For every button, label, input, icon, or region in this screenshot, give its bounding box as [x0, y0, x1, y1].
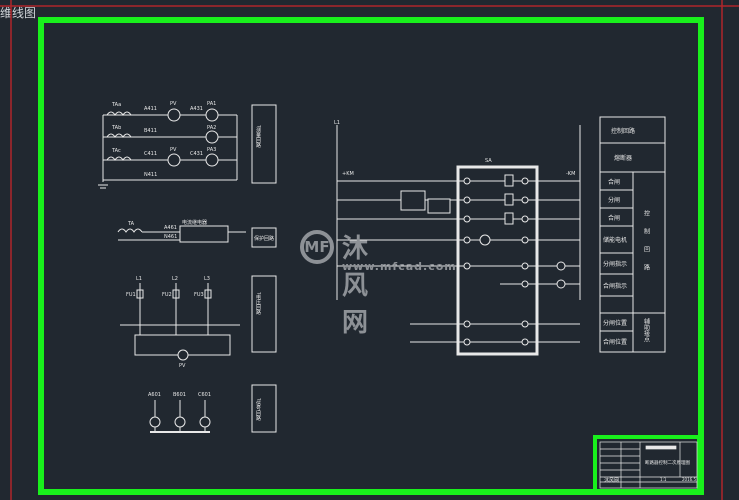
- signal-label: B601: [173, 392, 186, 398]
- table-cell: 合闸: [608, 178, 620, 186]
- table-cell: 合闸: [608, 214, 620, 222]
- drawing-name: 断路器控制二次原理图: [645, 459, 690, 466]
- node-label: B411: [144, 128, 157, 134]
- table-cell: 分闸: [608, 196, 620, 204]
- window-title: 维线图: [0, 6, 37, 20]
- fuse-label: FU2: [162, 292, 172, 298]
- node-label: N411: [144, 172, 157, 178]
- side-label: 保护回路: [254, 235, 274, 242]
- table-cell: 合闸位置: [603, 338, 627, 346]
- meter-label: C431: [190, 151, 203, 157]
- phase-label: L2: [172, 276, 178, 282]
- ct-label: TA: [127, 221, 135, 227]
- meter-label: A431: [190, 106, 203, 112]
- title-block: 断路器控制二次原理图 1:1 2016.5 沐风网: [593, 435, 701, 493]
- side-label: ?电压回路: [255, 292, 261, 316]
- node-label: C411: [144, 151, 157, 157]
- side-label: ?测量回路: [255, 125, 261, 149]
- bus-label: -KM: [566, 171, 575, 177]
- fuse-label: FU3: [194, 292, 204, 298]
- control-circuit: [336, 125, 581, 356]
- relay-label: 电流继电器: [182, 219, 207, 226]
- voltage-circuit: [120, 275, 277, 361]
- table-sub: 熔断器: [614, 154, 632, 162]
- table-cell: 分闸位置: [603, 319, 627, 327]
- meter-label: PA3: [207, 147, 216, 153]
- drawing-frame: [38, 17, 704, 495]
- table-group: 控制回路: [643, 209, 650, 282]
- ct-label: TAb: [111, 125, 121, 131]
- meter-label: PA2: [207, 125, 216, 131]
- bus-label: +KM: [342, 171, 354, 177]
- fuse-label: FU1: [126, 292, 136, 298]
- table-cell: 储能电机: [603, 236, 627, 244]
- date: 2016.5: [682, 477, 696, 482]
- table-group: 辅助接点: [643, 317, 650, 343]
- signal-label: A601: [148, 392, 161, 398]
- meter-label: PV: [170, 147, 177, 153]
- scale: 1:1: [660, 477, 667, 482]
- phase-label: L1: [136, 276, 142, 282]
- protection-circuit: [117, 225, 277, 248]
- ct-label: TAa: [111, 102, 121, 108]
- signal-circuit: [149, 384, 277, 433]
- signal-label: C601: [198, 392, 211, 398]
- table-header: 控制回路: [611, 127, 635, 135]
- ct-label: TAc: [111, 148, 121, 154]
- switch-label: SA: [485, 158, 492, 164]
- meter-label: PV: [179, 363, 186, 369]
- side-label: ?信号回路: [255, 398, 261, 422]
- meter-label: PV: [170, 101, 177, 107]
- table-cell: 合闸指示: [603, 282, 627, 290]
- meter-circuit: [98, 104, 277, 189]
- organization: 沐风网: [604, 477, 619, 484]
- meter-label: PA1: [207, 101, 216, 107]
- phase-label: L3: [204, 276, 210, 282]
- table-cell: 分闸指示: [603, 260, 627, 268]
- bus-label: L1: [334, 120, 340, 126]
- right-table: [599, 116, 666, 353]
- node-label: N461: [164, 234, 177, 240]
- node-label: A411: [144, 106, 157, 112]
- node-label: A461: [164, 225, 177, 231]
